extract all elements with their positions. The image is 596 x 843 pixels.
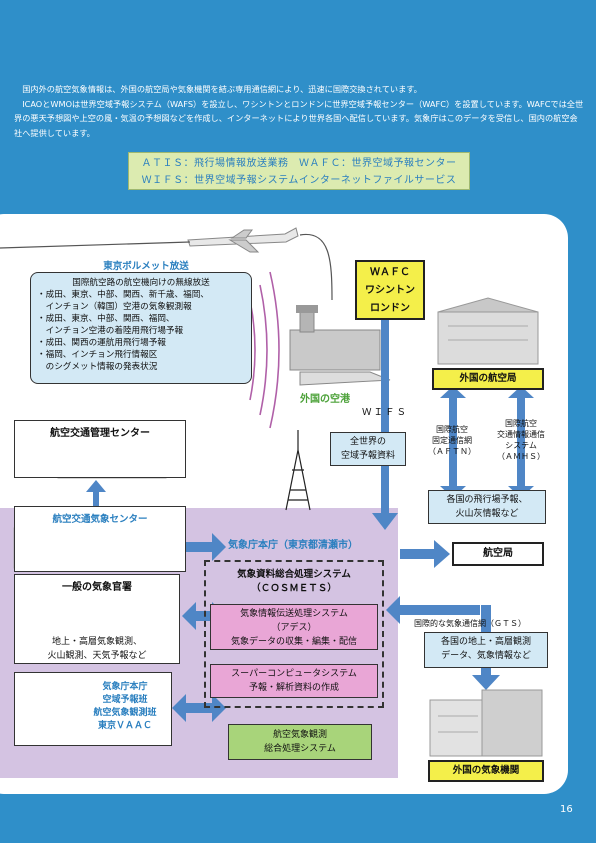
intro-text: 国内外の航空気象情報は、外国の航空局や気象機関を結ぶ専用通信網により、迅速に国際…: [14, 82, 584, 140]
aviation-bureau-box: 航空局: [452, 542, 544, 566]
jma-division-arrow: [172, 694, 226, 722]
jma-divisions-box: 気象庁本庁 空域予報班 航空気象観測班 東京ＶＡＡＣ: [14, 672, 172, 746]
intro-line-1: 国内外の航空気象情報は、外国の航空局や気象機関を結ぶ専用通信網により、迅速に国際…: [22, 84, 422, 94]
volmet-item-3: インチョン空港の着陸用飛行場予報: [37, 326, 184, 336]
airport-forecasts-line-1: 各国の飛行場予報、: [446, 495, 528, 505]
wafc-line-2: ワシントン: [365, 285, 415, 296]
volmet-title: 東京ボルメット放送: [103, 261, 189, 272]
wifs-arrow-shaft: [381, 318, 389, 513]
wafc-line-1: ＷＡＦＣ: [370, 267, 410, 278]
foreign-bureau-building-icon: [437, 297, 539, 365]
airplane-icon: [187, 227, 299, 253]
atc-center-title: 航空交通管理センター: [50, 428, 150, 439]
gts-label: 国際的な気象通信網（ＧＴＳ）: [414, 619, 526, 628]
atmc-title: 航空交通気象センター: [52, 514, 148, 525]
global-forecast-line-1: 全世界の: [349, 437, 386, 447]
foreign-aviation-bureau-box: 外国の航空局: [432, 368, 544, 390]
volmet-item-5: ・福岡、インチョン飛行情報区: [37, 350, 158, 360]
supercomputer-line-1: スーパーコンピュータシステム: [231, 669, 357, 679]
volmet-item-0: ・成田、東京、中部、関西、新千歳、福岡、: [37, 290, 209, 300]
volmet-item-2: ・成田、東京、中部、関西、福岡、: [37, 314, 175, 324]
addess-line-3: 気象データの収集・編集・配信: [230, 637, 357, 647]
amhs-line-3: システム: [505, 441, 537, 450]
amhs-line-1: 国際航空: [505, 419, 537, 428]
gts-data-line-1: 各国の地上・高層観測: [440, 637, 531, 647]
general-office-title: 一般の気象官署: [62, 582, 132, 593]
volmet-item-6: のシグメット情報の発表状況: [37, 362, 158, 372]
atc-arrow: [86, 480, 106, 506]
aftn-label: 国際航空 固定通信網 （ＡＦＴＮ）: [422, 424, 482, 457]
volmet-item-1: インチョン（韓国）空港の気象観測報: [37, 302, 192, 312]
legend-line-2: ＷＩＦＳ：世界空域予報システムインターネットファイルサービス: [141, 175, 457, 186]
amhs-line-4: （ＡＭＨＳ）: [497, 452, 545, 461]
jma-divisions-line-1: 気象庁本庁: [102, 682, 148, 692]
page-number: 16: [560, 804, 573, 815]
global-forecast-line-2: 空域予報資料: [340, 451, 395, 461]
aftn-line-3: （ＡＦＴＮ）: [428, 447, 476, 456]
antenna-tower-icon: [285, 430, 311, 511]
jma-divisions-line-4: 東京ＶＡＡＣ: [97, 721, 152, 731]
gts-data-box: 各国の地上・高層観測 データ、気象情報など: [424, 632, 548, 668]
aviation-bureau-arrow: [400, 540, 450, 568]
aftn-line-1: 国際航空: [436, 425, 468, 434]
legend-line-1: ＡＴＩＳ：飛行場情報放送業務 ＷＡＦＣ：世界空域予報センター: [141, 158, 457, 169]
aviation-obs-box: 航空気象観測 総合処理システム: [228, 724, 372, 760]
aftn-line-2: 固定通信網: [432, 436, 472, 445]
atc-center-box: 航空交通管理センター: [14, 420, 186, 478]
supercomputer-box: スーパーコンピュータシステム 予報・解析資料の作成: [210, 664, 378, 698]
aviation-obs-line-2: 総合処理システム: [264, 744, 336, 754]
cosmets-box: 気象資料総合処理システム （ＣＯＳＭＥＴＳ）: [204, 560, 384, 708]
wafc-box: ＷＡＦＣ ワシントン ロンドン: [355, 260, 425, 320]
general-office-line-1: 地上・高層気象観測、: [51, 637, 142, 647]
jma-divisions-line-3: 航空気象観測班: [93, 708, 157, 718]
intro-line-2: ICAOとWMOは世界空域予報システム（WAFS）を設立し、ワシントンとロンドン…: [14, 98, 584, 138]
foreign-airport-icon: [289, 305, 391, 386]
volmet-item-4: ・成田、関西の運航用飛行場予報: [37, 338, 166, 348]
airport-forecasts-box: 各国の飛行場予報、 火山灰情報など: [428, 490, 546, 524]
radio-waves-icon: [249, 271, 280, 429]
wifs-arrow-head: [372, 513, 398, 530]
volmet-box: 国際航空路の航空機向けの無線放送 ・成田、東京、中部、関西、新千歳、福岡、 イン…: [30, 272, 252, 384]
amhs-line-2: 交通情報通信: [497, 430, 545, 439]
cosmets-subtitle: （ＣＯＳＭＥＴＳ）: [251, 583, 337, 594]
radio-link-line: [299, 233, 333, 301]
supercomputer-line-2: 予報・解析資料の作成: [248, 683, 339, 693]
airport-forecasts-line-2: 火山灰情報など: [455, 509, 519, 519]
legend-box: ＡＴＩＳ：飛行場情報放送業務 ＷＡＦＣ：世界空域予報センター ＷＩＦＳ：世界空域…: [128, 152, 470, 190]
atmc-box: 航空交通気象センター: [14, 506, 186, 572]
amhs-label: 国際航空 交通情報通信 システム （ＡＭＨＳ）: [486, 418, 556, 462]
foreign-met-box: 外国の気象機関: [428, 760, 544, 782]
addess-box: 気象情報伝送処理システム （アデス） 気象データの収集・編集・配信: [210, 604, 378, 650]
general-office-line-2: 火山観測、天気予報など: [47, 651, 147, 661]
jma-hq-title: 気象庁本庁（東京都清瀬市）: [228, 540, 358, 551]
general-office-box: 一般の気象官署 地上・高層気象観測、 火山観測、天気予報など: [14, 574, 180, 664]
volmet-link-line: [0, 241, 191, 249]
foreign-met-building-icon: [429, 689, 543, 757]
jma-divisions-text: 気象庁本庁 空域予報班 航空気象観測班 東京ＶＡＡＣ: [81, 681, 169, 733]
cosmets-title: 気象資料総合処理システム: [237, 569, 351, 580]
volmet-subtitle: 国際航空路の航空機向けの無線放送: [72, 278, 210, 288]
gts-data-line-2: データ、気象情報など: [441, 651, 531, 661]
addess-line-1: 気象情報伝送処理システム: [240, 609, 348, 619]
jma-divisions-line-2: 空域予報班: [102, 695, 148, 705]
addess-line-2: （アデス）: [271, 623, 317, 633]
wafc-line-3: ロンドン: [370, 303, 410, 314]
wifs-label: ＷＩＦＳ: [362, 407, 409, 418]
global-forecast-box: 全世界の 空域予報資料: [330, 432, 406, 466]
aviation-obs-line-1: 航空気象観測: [272, 730, 327, 740]
foreign-airport-label: 外国の空港: [300, 394, 350, 405]
